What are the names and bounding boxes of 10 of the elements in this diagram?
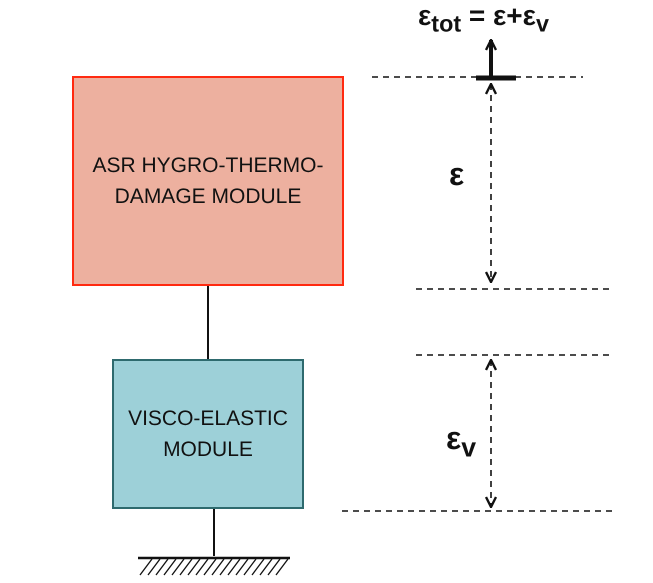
module-label: VISCO-ELASTIC MODULE <box>127 406 289 463</box>
module-box <box>112 359 304 509</box>
ground-symbol <box>138 556 290 576</box>
strain-label: ε <box>449 156 464 193</box>
strain-label: ε$_{tot}$ = ε+ε$_{v}$ <box>418 0 549 38</box>
connector-line <box>213 509 215 556</box>
connector-line <box>207 286 209 359</box>
module-label: ASR HYGRO-THERMO-DAMAGE MODULE <box>92 152 324 210</box>
module-box <box>72 76 344 286</box>
strain-label: ε$_{v}$ <box>446 420 476 464</box>
